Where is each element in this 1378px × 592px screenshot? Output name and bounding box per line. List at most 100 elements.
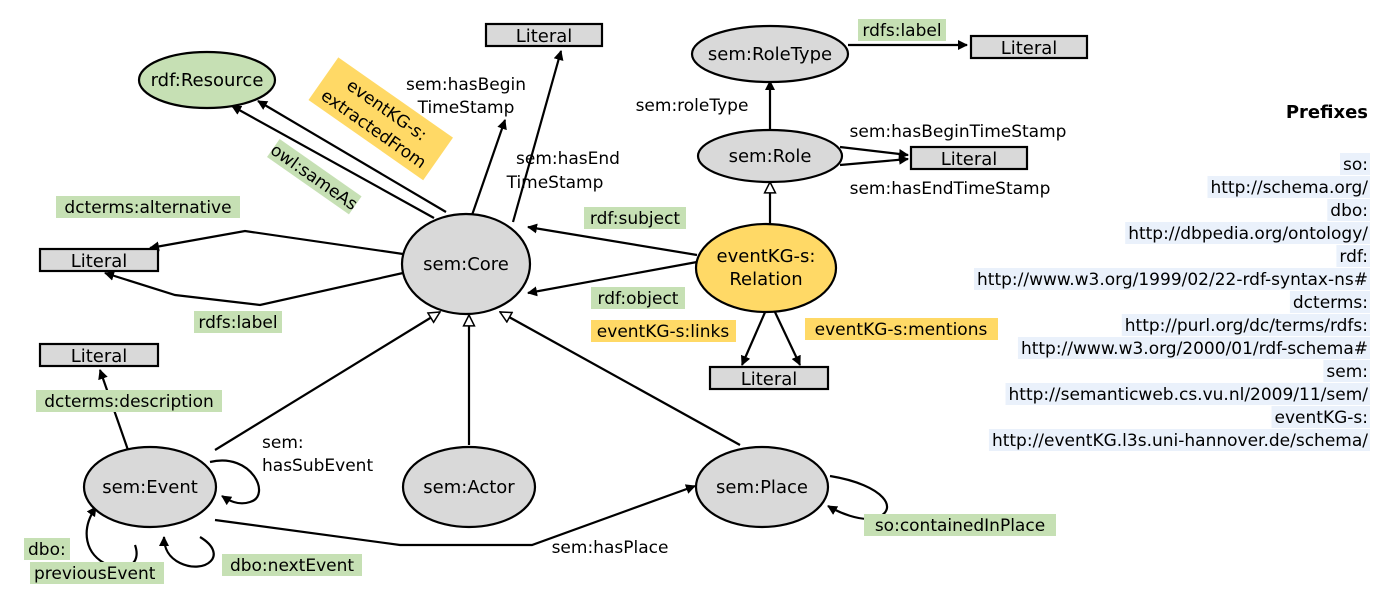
mentions-label: eventKG-s:mentions — [815, 320, 988, 340]
prefix-line-bg — [1125, 222, 1370, 244]
edge-rdf-object — [527, 260, 698, 297]
prefix-line-bg — [1005, 383, 1370, 405]
literal-box-event — [38, 342, 160, 368]
role-begin-label: sem:hasBeginTimeStamp — [850, 122, 1067, 142]
prefix-line-bg — [1323, 360, 1370, 382]
role-type-label: sem:roleType — [636, 96, 749, 116]
rdf-subject-bg — [584, 207, 686, 229]
edge-role-end — [839, 154, 909, 167]
has-place-label: sem:hasPlace — [552, 538, 669, 558]
prefix-line: sem: — [1326, 362, 1368, 382]
sem-core-node — [400, 212, 532, 316]
prefix-line-bg — [1327, 199, 1370, 221]
next-event-bg — [222, 554, 362, 576]
prefix-line: dbo: — [1330, 201, 1368, 221]
sem-core-label: sem:Core — [423, 254, 509, 275]
previous-event-bg-1 — [24, 538, 70, 560]
edge-extracted-from — [257, 100, 447, 213]
literal-label-top: Literal — [516, 26, 573, 47]
edge-same-as — [231, 105, 435, 219]
sem-roletype-node — [690, 24, 850, 84]
prefix-line-bg — [1121, 314, 1370, 336]
sem-event-node — [82, 445, 218, 529]
dcterms-description-label: dcterms:description — [44, 392, 214, 412]
has-end-timestamp-line2: TimeStamp — [506, 173, 604, 193]
sem-place-label: sem:Place — [716, 477, 808, 498]
prefixes-title: Prefixes — [1286, 102, 1368, 123]
edge-has-end-timestamp — [511, 50, 564, 223]
literal-box-relation — [708, 365, 830, 391]
sem-roletype-label: sem:RoleType — [708, 44, 832, 65]
dcterms-description-bg — [36, 390, 222, 412]
same-as-label: owl:sameAs — [266, 139, 362, 215]
mentions-bg — [805, 318, 998, 340]
sem-actor-label: sem:Actor — [423, 477, 515, 498]
prefix-line: http://purl.org/dc/terms/rdfs: — [1125, 316, 1368, 336]
has-sub-event-line1: sem: — [262, 433, 304, 453]
prefix-line-bg — [1340, 153, 1370, 175]
literal-label-roletype: Literal — [1001, 38, 1058, 59]
dcterms-alternative-label: dcterms:alternative — [64, 198, 231, 218]
literal-label-role: Literal — [941, 149, 998, 170]
rdf-resource-label: rdf:Resource — [151, 70, 264, 91]
sem-place-node — [694, 445, 830, 529]
prefix-line: rdf: — [1339, 247, 1368, 267]
prefixes-panel: Prefixes so: http://schema.org/dbo: http:/… — [974, 102, 1370, 451]
rdf-object-label: rdf:object — [598, 289, 679, 309]
edge-has-place — [214, 484, 696, 547]
literal-box-role — [909, 145, 1029, 171]
previous-event-line1: dbo: — [28, 540, 66, 560]
sem-event-label: sem:Event — [102, 477, 198, 498]
contained-in-place-bg — [864, 514, 1056, 536]
prefix-lines: so: http://schema.org/dbo: http://dbpedia.… — [974, 153, 1370, 451]
prefix-line: http://dbpedia.org/ontology/ — [1128, 224, 1368, 244]
next-event-label: dbo:nextEvent — [230, 556, 354, 576]
literal-label-relation: Literal — [741, 369, 798, 390]
prefix-line-bg — [974, 268, 1370, 290]
role-end-label: sem:hasEndTimeStamp — [850, 179, 1051, 199]
has-begin-timestamp-line1: sem:hasBegin — [406, 75, 526, 95]
sem-actor-node — [401, 445, 537, 529]
literal-label-event: Literal — [71, 346, 128, 367]
has-end-timestamp-line1: sem:hasEnd — [516, 149, 620, 169]
edge-has-begin-timestamp — [469, 119, 507, 219]
edge-contained-in-place — [827, 474, 889, 520]
edge-rdfs-label — [104, 270, 404, 307]
rdf-resource-node — [137, 50, 277, 110]
literal-box-roletype — [969, 34, 1089, 60]
prefix-line: http://eventKG.l3s.uni-hannover.de/schem… — [992, 431, 1368, 451]
previous-event-bg-2 — [30, 562, 164, 584]
contained-in-place-label: so:containedInPlace — [875, 516, 1045, 536]
relation-label-line1: eventKG-s: — [717, 246, 816, 267]
edge-dcterms-alternative — [149, 229, 404, 256]
literal-label-core-left: Literal — [71, 251, 128, 272]
prefix-line-bg — [1289, 291, 1370, 313]
edge-event-core — [214, 311, 440, 451]
rdf-object-bg — [591, 287, 685, 309]
prefix-line-bg — [1017, 337, 1370, 359]
edge-mentions — [773, 309, 801, 366]
edge-role-begin — [839, 145, 909, 159]
edge-next-event — [159, 536, 215, 568]
prefix-line: dcterms: — [1293, 293, 1368, 313]
prefix-line: http://www.w3.org/1999/02/22-rdf-syntax-… — [977, 270, 1368, 290]
rdfs-label-core-bg — [194, 311, 282, 333]
relation-node — [694, 222, 838, 314]
prefix-line: http://www.w3.org/2000/01/rdf-schema# — [1021, 339, 1368, 359]
links-label: eventKG-s:links — [597, 322, 730, 342]
prefix-line: http://schema.org/ — [1210, 178, 1368, 198]
sem-role-node — [696, 128, 844, 184]
prefix-line: http://semanticweb.cs.vu.nl/2009/11/sem/ — [1009, 385, 1369, 405]
rdfs-label-core-label: rdfs:label — [198, 313, 277, 333]
edge-place-core — [500, 311, 741, 446]
edge-rdf-subject — [527, 223, 698, 257]
rdfs-label-roletype-bg — [858, 19, 946, 41]
relation-label-line2: Relation — [729, 269, 802, 290]
prefix-line-bg — [1207, 176, 1370, 198]
prefix-line: so: — [1343, 155, 1368, 175]
prefix-line-bg — [1271, 406, 1370, 428]
prefix-line-bg — [988, 429, 1370, 451]
rdfs-label-roletype-label: rdfs:label — [862, 21, 941, 41]
has-begin-timestamp-line2: TimeStamp — [417, 98, 515, 118]
